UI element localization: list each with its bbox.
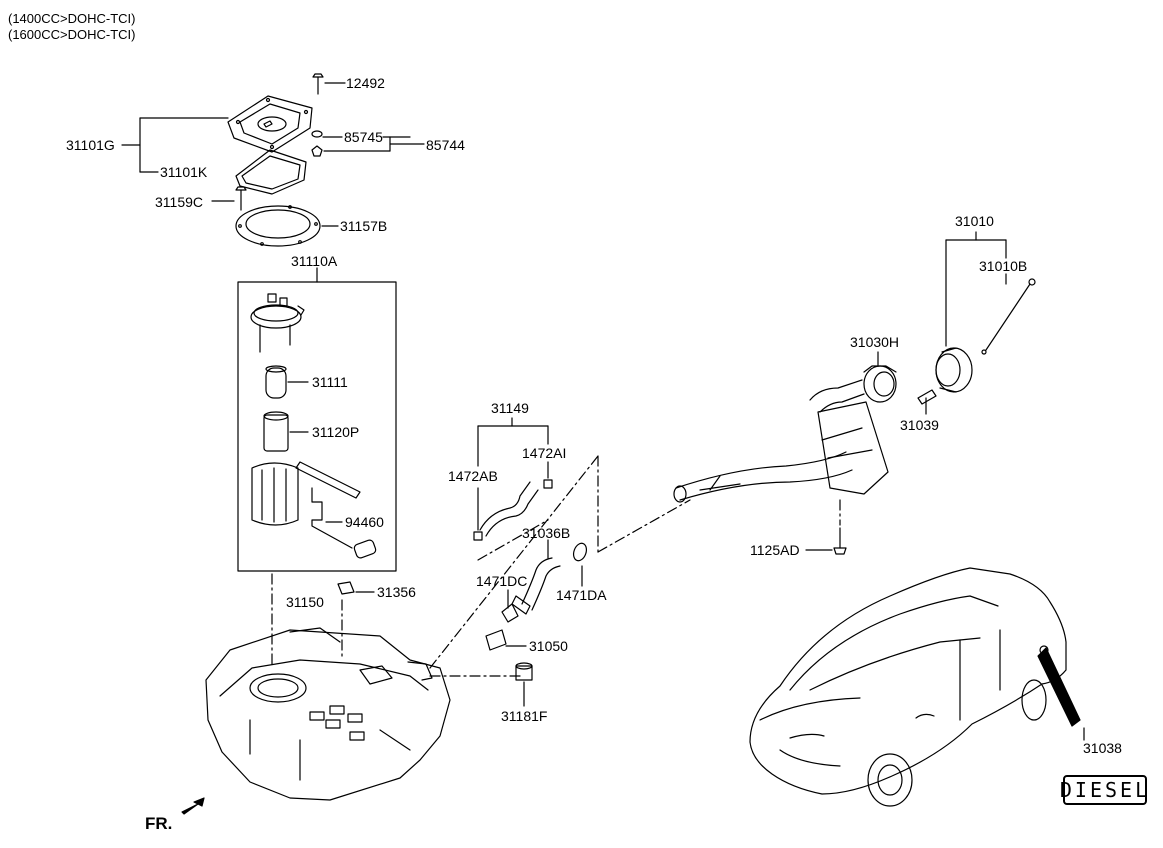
- fuel-cap-31010: [935, 231, 1007, 393]
- alignment-lines: [271, 455, 841, 677]
- bracket-31050: [485, 629, 527, 651]
- part-label-94460[interactable]: 94460: [345, 514, 384, 530]
- bracket-31101G: [121, 117, 229, 173]
- clamp-1471DA: [572, 542, 588, 587]
- car-illustration: [749, 567, 1085, 807]
- part-label-31356[interactable]: 31356: [377, 584, 416, 600]
- clip-31356: [337, 581, 375, 595]
- part-label-1471DA[interactable]: 1471DA: [556, 587, 607, 603]
- bolt-31159C: [211, 186, 247, 211]
- cap-31181F: [515, 662, 533, 707]
- bolt-1125AD: [805, 527, 847, 555]
- filter-31120P: [263, 411, 309, 452]
- front-direction-label: FR.: [145, 814, 173, 833]
- part-label-1472AB[interactable]: 1472AB: [448, 468, 498, 484]
- filler-neck: [673, 379, 889, 503]
- part-label-31038[interactable]: 31038: [1083, 740, 1122, 756]
- screw-12492: [312, 73, 346, 95]
- part-label-31149[interactable]: 31149: [491, 400, 529, 416]
- pump-flange: [250, 293, 305, 353]
- sender-94460: [295, 461, 377, 559]
- part-label-85745[interactable]: 85745: [344, 129, 383, 145]
- part-label-31010B[interactable]: 31010B: [979, 258, 1028, 274]
- bolt-85744: [311, 136, 425, 157]
- header-line-2: (1600CC>DOHC-TCI): [8, 27, 136, 42]
- clamp-1471DC: [501, 589, 519, 623]
- gasket-31101K: [235, 149, 307, 195]
- fuel-pump-31111: [265, 365, 309, 399]
- part-label-31010[interactable]: 31010: [955, 213, 994, 229]
- ring-31157B: [235, 205, 339, 247]
- fuel-tank: [205, 627, 451, 801]
- hose-31149: [473, 461, 553, 541]
- part-label-1472AI[interactable]: 1472AI: [522, 445, 567, 461]
- diesel-label-plate: DIESEL: [1060, 775, 1147, 805]
- part-label-31039[interactable]: 31039: [900, 417, 939, 433]
- part-label-31181F[interactable]: 31181F: [501, 708, 548, 724]
- part-label-31150[interactable]: 31150: [286, 594, 324, 610]
- part-label-31159C[interactable]: 31159C: [155, 194, 204, 210]
- part-label-31157B[interactable]: 31157B: [340, 218, 388, 234]
- part-label-31030H[interactable]: 31030H: [850, 334, 900, 350]
- part-label-31120P[interactable]: 31120P: [312, 424, 360, 440]
- pump-cover-plate: [227, 95, 313, 153]
- part-label-31101G[interactable]: 31101G: [66, 137, 115, 153]
- front-arrow-icon: [181, 797, 205, 815]
- part-label-31036B[interactable]: 31036B: [522, 525, 571, 541]
- hose-31036B: [511, 539, 561, 615]
- part-label-1471DC[interactable]: 1471DC: [476, 573, 528, 589]
- part-label-85744[interactable]: 85744: [426, 137, 465, 153]
- part-label-31050[interactable]: 31050: [529, 638, 568, 654]
- part-label-31111[interactable]: 31111: [312, 374, 348, 390]
- tether-31010B: [981, 278, 1036, 355]
- part-label-1125AD[interactable]: 1125AD: [750, 542, 800, 558]
- bracket-31149: [477, 417, 549, 531]
- reservoir-cup: [251, 462, 299, 526]
- part-label-31110A[interactable]: 31110A: [291, 253, 338, 269]
- screw-31039: [917, 389, 937, 415]
- header-line-1: (1400CC>DOHC-TCI): [8, 11, 136, 26]
- filler-head-31030H: [863, 351, 897, 403]
- part-label-31101K[interactable]: 31101K: [160, 164, 208, 180]
- washer-85745: [311, 130, 343, 138]
- part-label-12492[interactable]: 12492: [346, 75, 385, 91]
